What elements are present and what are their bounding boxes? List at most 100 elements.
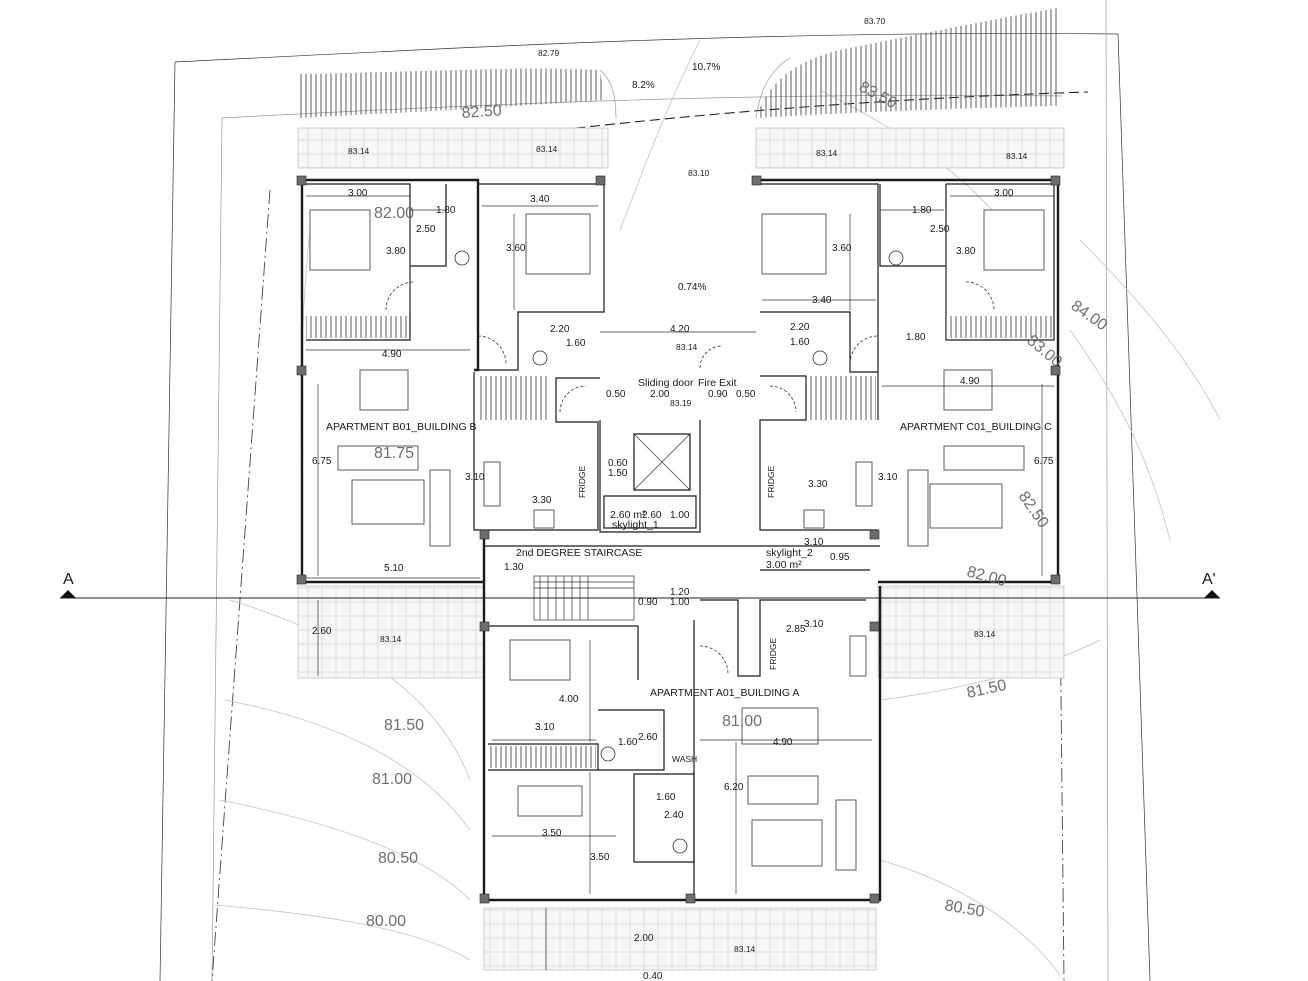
dimension-label: 4.00 [559, 694, 579, 705]
dimension-label: 1.30 [504, 562, 524, 573]
contour-label: 80.50 [943, 897, 985, 921]
contour-label: 84.00 [1068, 297, 1111, 334]
fire-exit-label: Fire Exit [698, 377, 737, 389]
dimension-label: 3.80 [956, 246, 976, 257]
dimension-label: 4.90 [773, 737, 793, 748]
dimension-label: 3.50 [542, 828, 562, 839]
contour-label: 81.50 [384, 717, 424, 734]
staircase-label: 2nd DEGREE STAIRCASE [516, 547, 642, 559]
dimension-label: 2.20 [790, 322, 810, 333]
dimension-label: 1.60 [656, 792, 676, 803]
section-label-a-prime: A' [1202, 571, 1216, 588]
skylight-1-label: skylight_1 [612, 519, 659, 531]
dimension-label: 2.00 [650, 389, 670, 400]
dimension-label: 2.20 [550, 324, 570, 335]
dimension-label: 1.50 [608, 468, 628, 479]
dimension-label: 3.00 [348, 188, 368, 199]
dimension-label: 5.10 [384, 563, 404, 574]
dimension-label: 2.85 [786, 624, 806, 635]
contour-label: 82.50 [461, 102, 502, 122]
fridge-label-a: FRIDGE [768, 638, 778, 670]
contour-label: 80.00 [366, 913, 406, 930]
section-cut-line: A A' [60, 571, 1220, 599]
slope-label: 8.2% [632, 80, 655, 91]
dimension-label: 3.10 [804, 619, 824, 630]
dimension-label: 2.50 [930, 224, 950, 235]
contour-label: 81.00 [722, 713, 762, 730]
dimension-label: 1.80 [912, 205, 932, 216]
spot-level: 83.70 [864, 16, 886, 26]
contour-label: 82.00 [374, 205, 414, 222]
dimension-label: 2.40 [664, 810, 684, 821]
contour-label: 80.50 [378, 850, 418, 867]
dimension-label: 3.80 [386, 246, 406, 257]
dimension-label: 6.75 [312, 456, 332, 467]
dimension-label: 3.60 [832, 243, 852, 254]
apartment-a01-label: APARTMENT A01_BUILDING A [650, 687, 799, 699]
dimension-label: 1.60 [790, 337, 810, 348]
spot-level: 82.79 [538, 48, 560, 58]
dimension-label: 2.50 [416, 224, 436, 235]
levels-and-slopes: 10.7% 8.2% 0.74% 83.70 82.79 83.14 83.14… [348, 16, 1028, 954]
dimension-label: 3.00 [994, 188, 1014, 199]
dimension-label: 2.60 [642, 510, 662, 521]
dimension-values: 3.00 3.40 1.80 2.50 3.80 3.60 2.20 1.60 … [312, 188, 1054, 981]
dimension-label: 3.10 [535, 722, 555, 733]
skylight-2-area: 3.00 m² [766, 559, 802, 571]
dimension-label: 1.60 [566, 338, 586, 349]
elevator-shaft [633, 433, 691, 491]
dimension-label: 0.95 [830, 552, 850, 563]
spot-level: 83.14 [734, 944, 756, 954]
dimension-label: 4.20 [670, 324, 690, 335]
dimension-label: 0.50 [606, 389, 626, 400]
dimension-label: 0.90 [708, 389, 728, 400]
dimension-label: 2.60 [638, 732, 658, 743]
dimension-label: 6.75 [1034, 456, 1054, 467]
skylight-2-label: skylight_2 [766, 547, 813, 559]
dimension-label: 0.50 [736, 389, 756, 400]
fridge-label-b: FRIDGE [577, 466, 587, 498]
spot-level: 83.14 [816, 148, 838, 158]
dimension-label: 2.00 [634, 933, 654, 944]
slope-label: 10.7% [692, 62, 720, 73]
spot-level: 83.14 [1006, 151, 1028, 161]
dimension-label: 2.60 [312, 626, 332, 637]
contour-label: 81.75 [374, 445, 414, 462]
contour-label: 81.50 [965, 677, 1008, 702]
skylight-1-area: 2.60 m² [610, 509, 646, 521]
dimension-label: 3.60 [506, 243, 526, 254]
ramp-hatching [298, 8, 1058, 119]
spot-level: 83.10 [688, 168, 710, 178]
furniture [309, 209, 1045, 871]
dimension-label: 1.00 [670, 597, 690, 608]
dimension-label: 3.10 [804, 537, 824, 548]
dimension-label: 3.30 [808, 479, 828, 490]
spot-level: 83.19 [670, 398, 692, 408]
dimension-label: 3.10 [878, 472, 898, 483]
dimension-label: 0.90 [638, 597, 658, 608]
dimension-label: 4.90 [382, 349, 402, 360]
structural-columns [296, 175, 1061, 904]
dimension-label: 0.40 [643, 971, 663, 981]
dimension-label: 1.80 [436, 205, 456, 216]
dimension-label: 6.20 [724, 782, 744, 793]
fridge-label-c: FRIDGE [766, 466, 776, 498]
dimension-lines [306, 195, 1054, 970]
core-and-building-a-walls [482, 420, 882, 902]
apartment-c01-label: APARTMENT C01_BUILDING C [900, 421, 1052, 433]
spot-level: 83.14 [380, 634, 402, 644]
wash-label: WASH [672, 754, 697, 764]
dimension-label: 4.90 [960, 376, 980, 387]
building-c-walls [756, 178, 1060, 584]
contour-label: 82.50 [1015, 489, 1052, 532]
section-label-a: A [63, 571, 74, 588]
spot-level: 83.14 [676, 342, 698, 352]
dimension-label: 3.40 [530, 194, 550, 205]
dimension-label: 3.10 [465, 472, 485, 483]
contour-label: 81.00 [372, 771, 412, 788]
dimension-label: 1.80 [906, 332, 926, 343]
room-labels: APARTMENT B01_BUILDING B APARTMENT C01_B… [326, 377, 1052, 764]
dimension-label: 1.60 [618, 737, 638, 748]
dimension-label: 3.40 [812, 295, 832, 306]
